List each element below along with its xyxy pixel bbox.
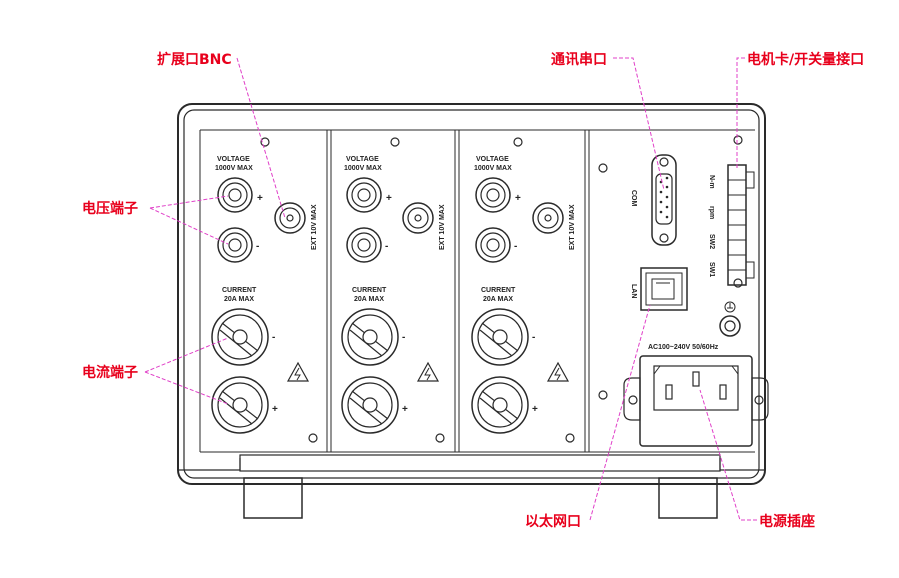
bnc-connector[interactable] — [532, 202, 564, 234]
com-label: COM — [630, 190, 637, 207]
svg-text:rpm: rpm — [708, 206, 715, 219]
callout-serial-port: 通讯串口 — [551, 52, 607, 68]
base-rail — [239, 454, 721, 472]
svg-text:VOLTAGE: VOLTAGE — [476, 156, 509, 163]
current-terminal-minus[interactable] — [341, 308, 399, 366]
svg-text:EXT 10V MAX: EXT 10V MAX — [569, 204, 576, 250]
current-terminal-plus[interactable] — [211, 376, 269, 434]
current-terminal-plus[interactable] — [471, 376, 529, 434]
svg-text:20A MAX: 20A MAX — [483, 296, 513, 303]
ground-terminal[interactable] — [719, 315, 741, 337]
current-terminal-minus[interactable] — [471, 308, 529, 366]
svg-text:+: + — [386, 193, 392, 204]
voltage-terminal-plus[interactable] — [217, 177, 253, 213]
svg-text:SW1: SW1 — [708, 262, 715, 277]
svg-text:SW2: SW2 — [708, 234, 715, 249]
lan-port[interactable] — [640, 267, 688, 311]
callout-voltage-terminals: 电压端子 — [82, 201, 138, 217]
warning-icon — [286, 361, 310, 382]
voltage-terminal-minus[interactable] — [217, 227, 253, 263]
voltage-terminal-minus[interactable] — [475, 227, 511, 263]
warning-icon — [416, 361, 440, 382]
bnc-connector[interactable] — [402, 202, 434, 234]
module-1: VOLTAGE 1000V MAX + - EXT 10V MAX CURREN… — [211, 156, 318, 434]
svg-text:CURRENT: CURRENT — [481, 287, 516, 294]
voltage-terminal-plus[interactable] — [475, 177, 511, 213]
current-label: CURRENT — [222, 287, 257, 294]
callout-ethernet-port: 以太网口 — [525, 514, 581, 530]
svg-text:1000V MAX: 1000V MAX — [474, 165, 512, 172]
callout-current-terminals: 电流端子 — [82, 365, 138, 381]
svg-text:+: + — [532, 404, 538, 415]
right-foot — [658, 477, 718, 519]
ac-rating-label: AC100~240V 50/60Hz — [648, 344, 719, 351]
svg-text:EXT 10V MAX: EXT 10V MAX — [439, 204, 446, 250]
current-terminal-plus[interactable] — [341, 376, 399, 434]
voltage-label: VOLTAGE — [217, 156, 250, 163]
module-2: VOLTAGE 1000V MAX + - EXT 10V MAX CURREN… — [341, 156, 446, 434]
svg-text:+: + — [257, 193, 263, 204]
svg-text:-: - — [532, 332, 535, 343]
warning-icon — [546, 361, 570, 382]
current-terminal-minus[interactable] — [211, 308, 269, 366]
module-3: VOLTAGE 1000V MAX + - EXT 10V MAX CURREN… — [471, 156, 576, 434]
ground-icon — [724, 301, 736, 313]
svg-text:20A MAX: 20A MAX — [354, 296, 384, 303]
svg-text:-: - — [256, 241, 259, 252]
svg-text:VOLTAGE: VOLTAGE — [346, 156, 379, 163]
svg-text:-: - — [385, 241, 388, 252]
left-foot — [243, 477, 303, 519]
svg-text:+: + — [515, 193, 521, 204]
svg-text:CURRENT: CURRENT — [352, 287, 387, 294]
voltage-max-label: 1000V MAX — [215, 165, 253, 172]
callout-bnc-expansion: 扩展口BNC — [157, 52, 232, 68]
leader-lines — [144, 57, 757, 521]
chassis-inner — [183, 109, 760, 479]
svg-text:+: + — [402, 404, 408, 415]
chassis-outer — [177, 103, 766, 485]
callout-power-socket: 电源插座 — [759, 514, 815, 530]
terminal-block[interactable] — [727, 164, 755, 286]
power-socket[interactable] — [623, 355, 769, 447]
ext-label: EXT 10V MAX — [311, 204, 318, 250]
current-max-label: 20A MAX — [224, 296, 254, 303]
voltage-terminal-plus[interactable] — [346, 177, 382, 213]
callout-motor-card: 电机卡/开关量接口 — [747, 52, 865, 68]
svg-text:-: - — [402, 332, 405, 343]
lan-label: LAN — [630, 284, 637, 298]
com-port[interactable] — [651, 154, 677, 246]
svg-text:1000V MAX: 1000V MAX — [344, 165, 382, 172]
svg-text:N-m: N-m — [708, 175, 715, 189]
svg-text:+: + — [272, 404, 278, 415]
voltage-terminal-minus[interactable] — [346, 227, 382, 263]
bnc-connector[interactable] — [274, 202, 306, 234]
svg-text:-: - — [272, 332, 275, 343]
svg-text:-: - — [514, 241, 517, 252]
